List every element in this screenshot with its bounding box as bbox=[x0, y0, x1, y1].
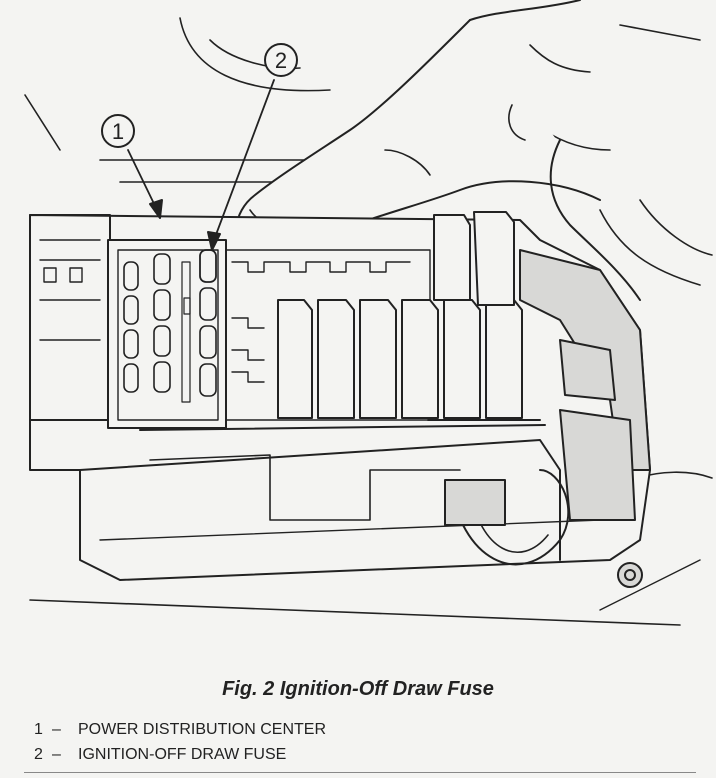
relay-area bbox=[225, 211, 541, 421]
legend-number: 2 bbox=[34, 746, 43, 763]
fuse-box-illustration: 1 2 bbox=[24, 0, 713, 626]
svg-text:1: 1 bbox=[112, 119, 124, 144]
divider bbox=[24, 772, 696, 773]
callout-2: 2 bbox=[207, 43, 298, 251]
legend-item: 1–POWER DISTRIBUTION CENTER bbox=[34, 717, 326, 742]
figure-caption: Fig. 2 Ignition-Off Draw Fuse bbox=[222, 678, 494, 700]
legend-text: IGNITION-OFF DRAW FUSE bbox=[78, 746, 287, 763]
svg-text:2: 2 bbox=[275, 48, 287, 73]
legend-separator: – bbox=[52, 746, 61, 763]
legend-item: 2–IGNITION-OFF DRAW FUSE bbox=[34, 742, 326, 767]
legend-text: POWER DISTRIBUTION CENTER bbox=[78, 721, 327, 738]
legend-number: 1 bbox=[34, 721, 43, 738]
ignition-off-draw-fuse bbox=[199, 249, 217, 283]
fuse-tray bbox=[107, 239, 227, 429]
legend: 1–POWER DISTRIBUTION CENTER 2–IGNITION-O… bbox=[34, 717, 326, 767]
callout-1: 1 bbox=[101, 114, 163, 219]
legend-separator: – bbox=[52, 721, 61, 738]
